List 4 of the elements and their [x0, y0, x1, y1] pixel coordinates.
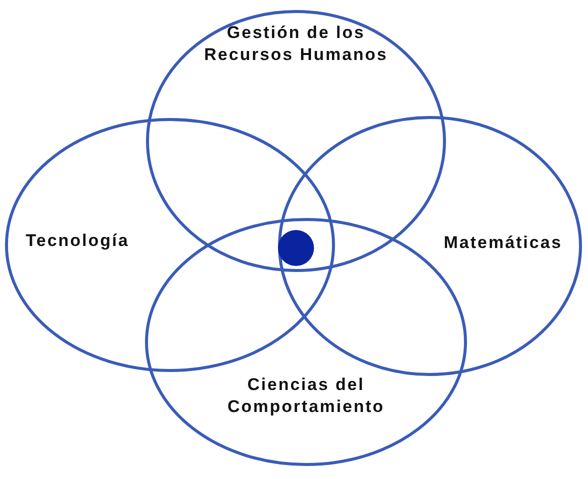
- set-label: Matemáticas: [442, 232, 564, 254]
- set-label: Ciencias del Comportamiento: [226, 374, 386, 418]
- set-label: Tecnología: [24, 230, 130, 252]
- set-label: Gestión de los Recursos Humanos: [203, 22, 389, 66]
